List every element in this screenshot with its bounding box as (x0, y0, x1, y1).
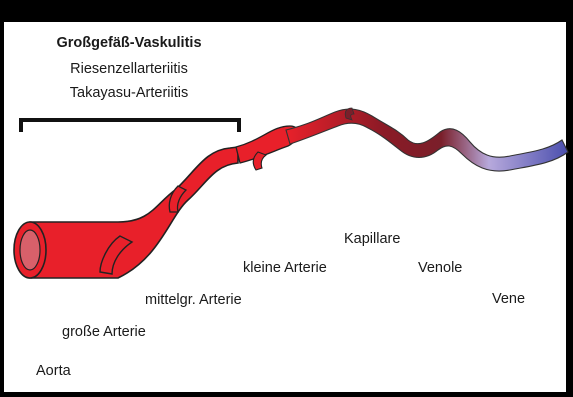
small-artery-branch (253, 152, 266, 170)
label-aorta: Aorta (36, 364, 71, 379)
label-mittelgr-arterie: mittelgr. Arterie (145, 293, 242, 308)
heading-line-1: Riesenzellarteriitis (70, 62, 188, 77)
label-vene: Vene (492, 292, 525, 307)
label-kleine-arterie: kleine Arterie (243, 261, 327, 276)
artery-trunk (30, 147, 238, 278)
label-kapillare: Kapillare (344, 232, 400, 247)
large-vessel-bracket (21, 120, 239, 132)
micro-vessel-tail (286, 109, 568, 171)
heading-line-2: Takayasu-Arteriitis (70, 86, 188, 101)
aorta-opening-lumen (20, 230, 40, 270)
label-grosse-arterie: große Arterie (62, 325, 146, 340)
label-venole: Venole (418, 261, 462, 276)
heading-title: Großgefäß-Vaskulitis (56, 36, 201, 51)
